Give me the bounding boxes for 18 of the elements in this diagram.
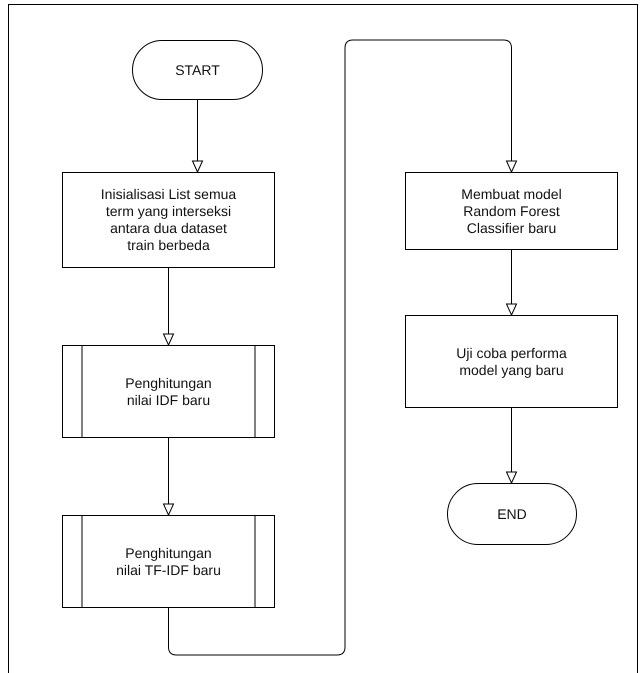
node-label: Penghitungan nilai IDF baru [124, 374, 213, 408]
process-box [405, 315, 618, 408]
arrow [506, 408, 517, 484]
arrow [163, 268, 174, 346]
arrow [163, 438, 174, 516]
process-box [62, 172, 275, 268]
process-box [405, 172, 618, 250]
node-label: Uji coba performa model yang baru [455, 344, 568, 378]
node-label: START [175, 62, 220, 78]
node-label: Inisialisasi List semua term yang interseksi antara dua dataset train berbeda [100, 186, 238, 254]
node-label: Membuat model Random Forest Classifier baru [460, 186, 563, 236]
arrow [168, 40, 517, 656]
arrow [506, 250, 517, 316]
subprocess-box [62, 345, 275, 438]
node-label: END [497, 506, 527, 522]
arrow [192, 100, 203, 172]
subprocess-box [62, 515, 275, 608]
node-label: Penghitungan nilai TF-IDF baru [115, 544, 222, 578]
